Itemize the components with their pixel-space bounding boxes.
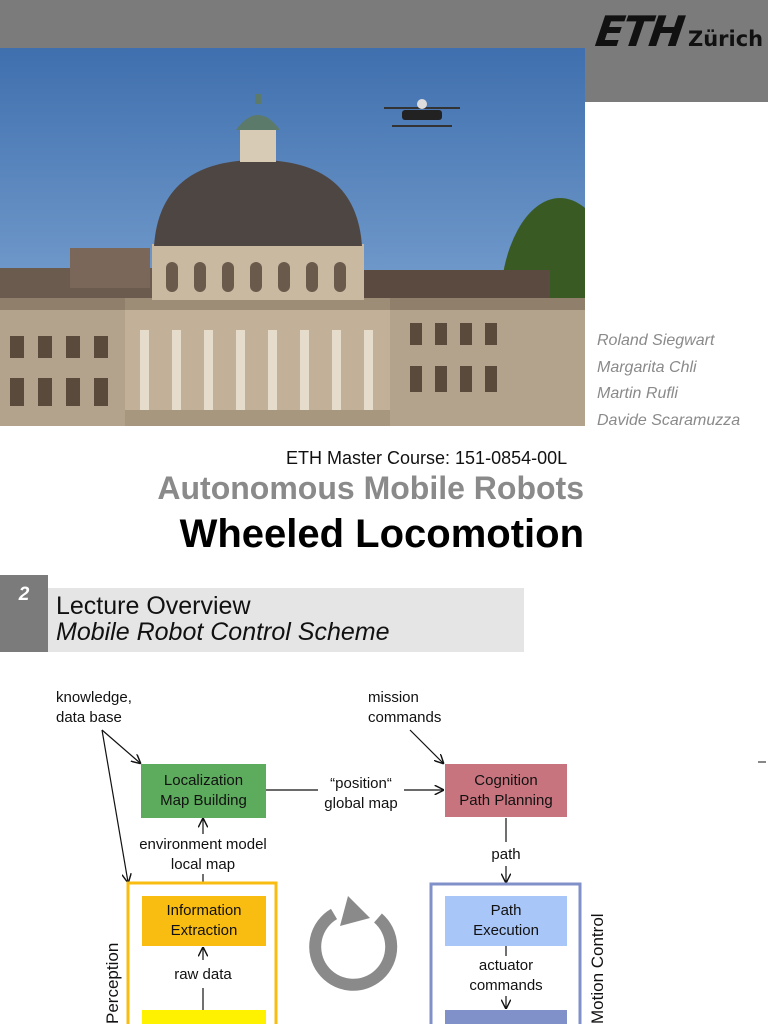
lecture-subheading: Mobile Robot Control Scheme <box>56 618 390 646</box>
cycle-arrow-icon <box>309 896 398 991</box>
acting-box <box>445 1010 567 1024</box>
slide-subtitle: Autonomous Mobile Robots <box>157 470 584 506</box>
author-name: Martin Rufli <box>597 385 678 403</box>
environment-model-label: environment model local map <box>139 836 267 873</box>
path-label: path <box>491 846 521 863</box>
lecture-heading: Lecture Overview <box>56 592 251 620</box>
logo-panel <box>585 0 768 102</box>
motion-control-label: Motion Control <box>588 913 607 1024</box>
position-label: “position“ global map <box>324 775 398 812</box>
mission-label: mission commands <box>368 689 442 726</box>
author-name: Davide Scaramuzza <box>597 411 741 429</box>
perception-label: Perception <box>103 942 122 1024</box>
knowledge-label: knowledge, data base <box>56 689 132 726</box>
course-label: ETH Master Course: 151-0854-00L <box>286 448 568 468</box>
drone-icon <box>384 99 460 127</box>
actuator-commands-label: actuator commands <box>469 957 543 994</box>
eth-building-photo <box>0 48 585 426</box>
author-name: Roland Siegwart <box>597 332 715 349</box>
eth-logo-zurich: Zürich <box>688 27 764 51</box>
raw-data-label: raw data <box>174 966 232 983</box>
author-name: Margarita Chli <box>597 358 697 376</box>
sensing-box <box>142 1010 266 1024</box>
heading-panel <box>48 588 524 652</box>
slide-number-panel <box>0 575 48 652</box>
slide-number: 2 <box>18 584 30 605</box>
author-list: Roland Siegwart Margarita Chli Martin Ru… <box>597 328 740 434</box>
slide-title: Wheeled Locomotion <box>179 512 584 556</box>
building-illustration <box>0 48 585 426</box>
